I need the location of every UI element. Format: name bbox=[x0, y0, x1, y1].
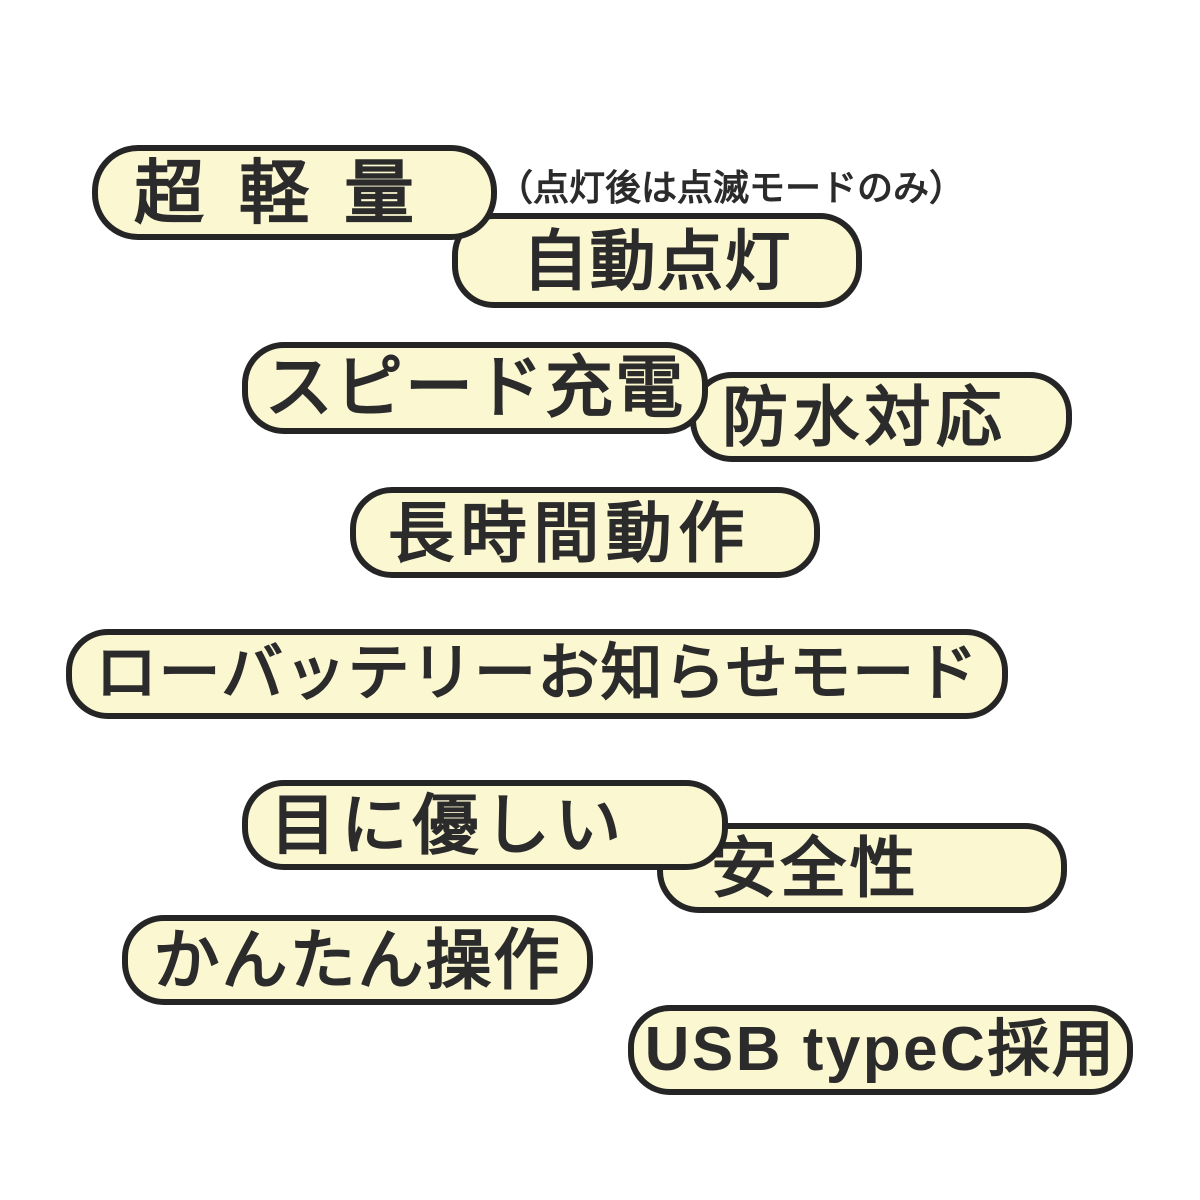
badge-waterproof: 防水対応 bbox=[690, 372, 1072, 462]
badge-speed-charging: スピード充電 bbox=[242, 342, 708, 434]
badge-usb-type-c: USB typeC採用 bbox=[628, 1005, 1133, 1095]
note-blink-mode-only: （点灯後は点滅モードのみ） bbox=[497, 167, 966, 208]
badge-auto-lighting: 自動点灯 bbox=[452, 213, 862, 308]
badge-low-battery-notify-mode: ローバッテリーお知らせモード bbox=[66, 629, 1008, 719]
badge-long-runtime: 長時間動作 bbox=[350, 487, 820, 578]
badge-easy-operation: かんたん操作 bbox=[122, 915, 593, 1005]
badge-ultra-lightweight: 超軽量 bbox=[92, 145, 497, 240]
badge-safety: 安全性 bbox=[657, 823, 1067, 913]
badge-eye-friendly: 目に優しい bbox=[242, 780, 728, 870]
